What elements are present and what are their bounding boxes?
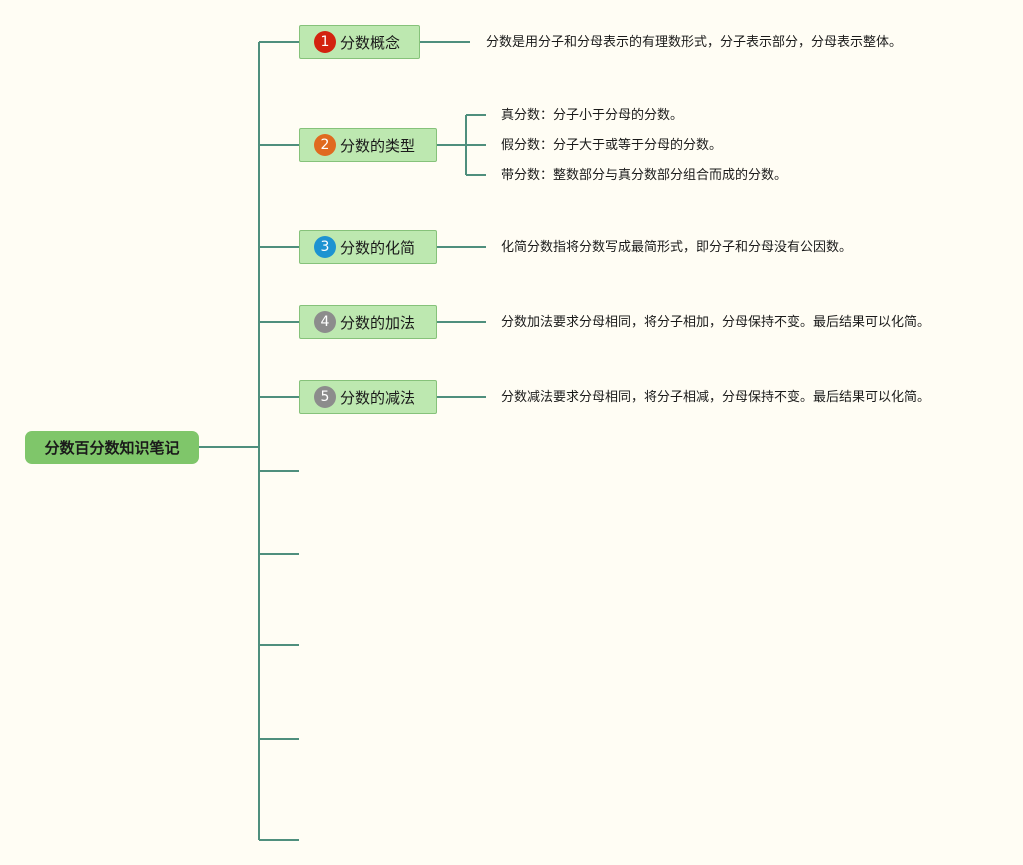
topic-node-4[interactable]: 4 分数的加法 bbox=[299, 305, 437, 339]
topic-label: 分数的化简 bbox=[340, 238, 416, 257]
detail-text: 分数是用分子和分母表示的有理数形式，分子表示部分，分母表示整体。 bbox=[486, 35, 903, 50]
number-badge-icon: 3 bbox=[314, 236, 336, 258]
detail-text: 带分数：整数部分与真分数部分组合而成的分数。 bbox=[501, 168, 788, 183]
topic-node-2[interactable]: 2 分数的类型 bbox=[299, 128, 437, 162]
number-badge-icon: 4 bbox=[314, 311, 336, 333]
topic-label: 分数的加法 bbox=[340, 313, 416, 332]
root-label: 分数百分数知识笔记 bbox=[44, 439, 180, 457]
root-node[interactable]: 分数百分数知识笔记 bbox=[25, 431, 199, 464]
detail-text: 假分数：分子大于或等于分母的分数。 bbox=[501, 138, 723, 153]
number-badge-icon: 1 bbox=[314, 31, 336, 53]
topic-node-1[interactable]: 1 分数概念 bbox=[299, 25, 420, 59]
topic-node-5[interactable]: 5 分数的减法 bbox=[299, 380, 437, 414]
detail-text: 分数减法要求分母相同，将分子相减，分母保持不变。最后结果可以化简。 bbox=[501, 390, 931, 405]
topic-label: 分数的减法 bbox=[340, 388, 416, 407]
number-badge-icon: 2 bbox=[314, 134, 336, 156]
topic-label: 分数的类型 bbox=[340, 136, 416, 155]
detail-text: 化简分数指将分数写成最简形式，即分子和分母没有公因数。 bbox=[501, 240, 853, 255]
detail-text: 真分数：分子小于分母的分数。 bbox=[501, 108, 684, 123]
number-badge-icon: 5 bbox=[314, 386, 336, 408]
detail-text: 分数加法要求分母相同，将分子相加，分母保持不变。最后结果可以化简。 bbox=[501, 315, 931, 330]
topic-node-3[interactable]: 3 分数的化简 bbox=[299, 230, 437, 264]
topic-label: 分数概念 bbox=[340, 33, 401, 52]
